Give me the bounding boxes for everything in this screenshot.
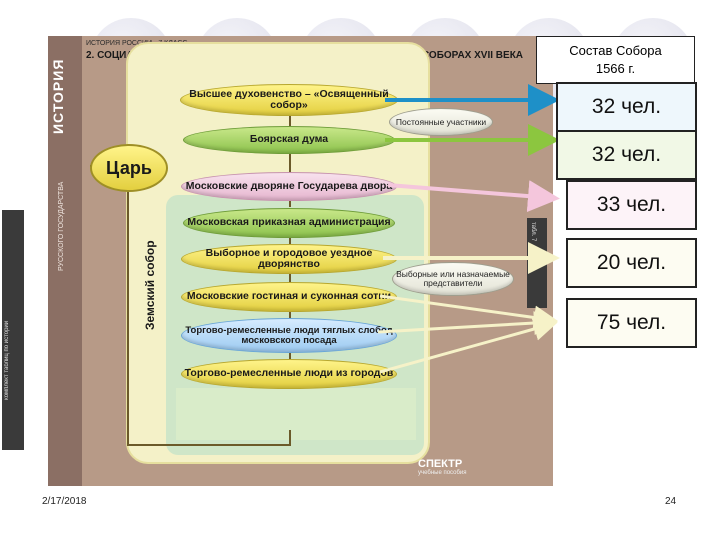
count-merchants-posad: 75 чел.	[566, 298, 697, 348]
group-merchant-hundreds: Московские гостиная и суконная сотни	[181, 282, 397, 312]
note-elected-representatives: Выборные или назначаемые представители	[392, 262, 514, 296]
count-moscow-nobles: 33 чел.	[566, 180, 697, 230]
left-book-strip	[2, 210, 24, 450]
poster-header-small: ИСТОРИЯ РОССИИ · 7 КЛАСС	[86, 40, 188, 47]
publisher-logo: СПЕКТР	[418, 458, 463, 470]
count-provincial-nobility: 20 чел.	[566, 238, 697, 288]
group-clergy: Высшее духовенство – «Освященный собор»	[180, 84, 398, 116]
count-clergy: 32 чел.	[556, 82, 697, 132]
arrow-posad	[377, 311, 558, 336]
group-provincial-nobility: Выборное и городовое уездное дворянство	[181, 244, 397, 274]
group-moscow-posad: Торгово-ремесленные люди тяглых слобод м…	[181, 318, 397, 353]
arrow-town-people	[379, 317, 558, 374]
group-prikaz-administration: Московская приказная администрация	[183, 208, 395, 238]
group-town-people: Торгово-ремесленные люди из городов	[181, 359, 397, 389]
slide-date: 2/17/2018	[42, 496, 87, 507]
arrow-moscow-nobles	[387, 180, 560, 213]
tsar-label: Царь	[90, 144, 168, 192]
right-book-strip-text: табл. 7	[530, 222, 536, 242]
poster-side-bar	[48, 36, 82, 486]
composition-title: Состав Собора	[569, 43, 662, 59]
publisher-subtitle: учебные пособия	[418, 470, 467, 476]
group-moscow-nobles: Московские дворяне Государева двора	[181, 172, 397, 201]
group-boyar-duma: Боярская дума	[183, 126, 395, 154]
empty-panel	[176, 388, 416, 440]
composition-year: 1566 г.	[595, 61, 636, 76]
note-permanent-members: Постоянные участники	[389, 108, 493, 136]
slide-page-number: 24	[665, 496, 677, 507]
composition-title-box: Состав Собора 1566 г.	[536, 36, 695, 84]
arrow-merchants	[379, 294, 558, 330]
count-boyar-duma: 32 чел.	[556, 130, 697, 180]
